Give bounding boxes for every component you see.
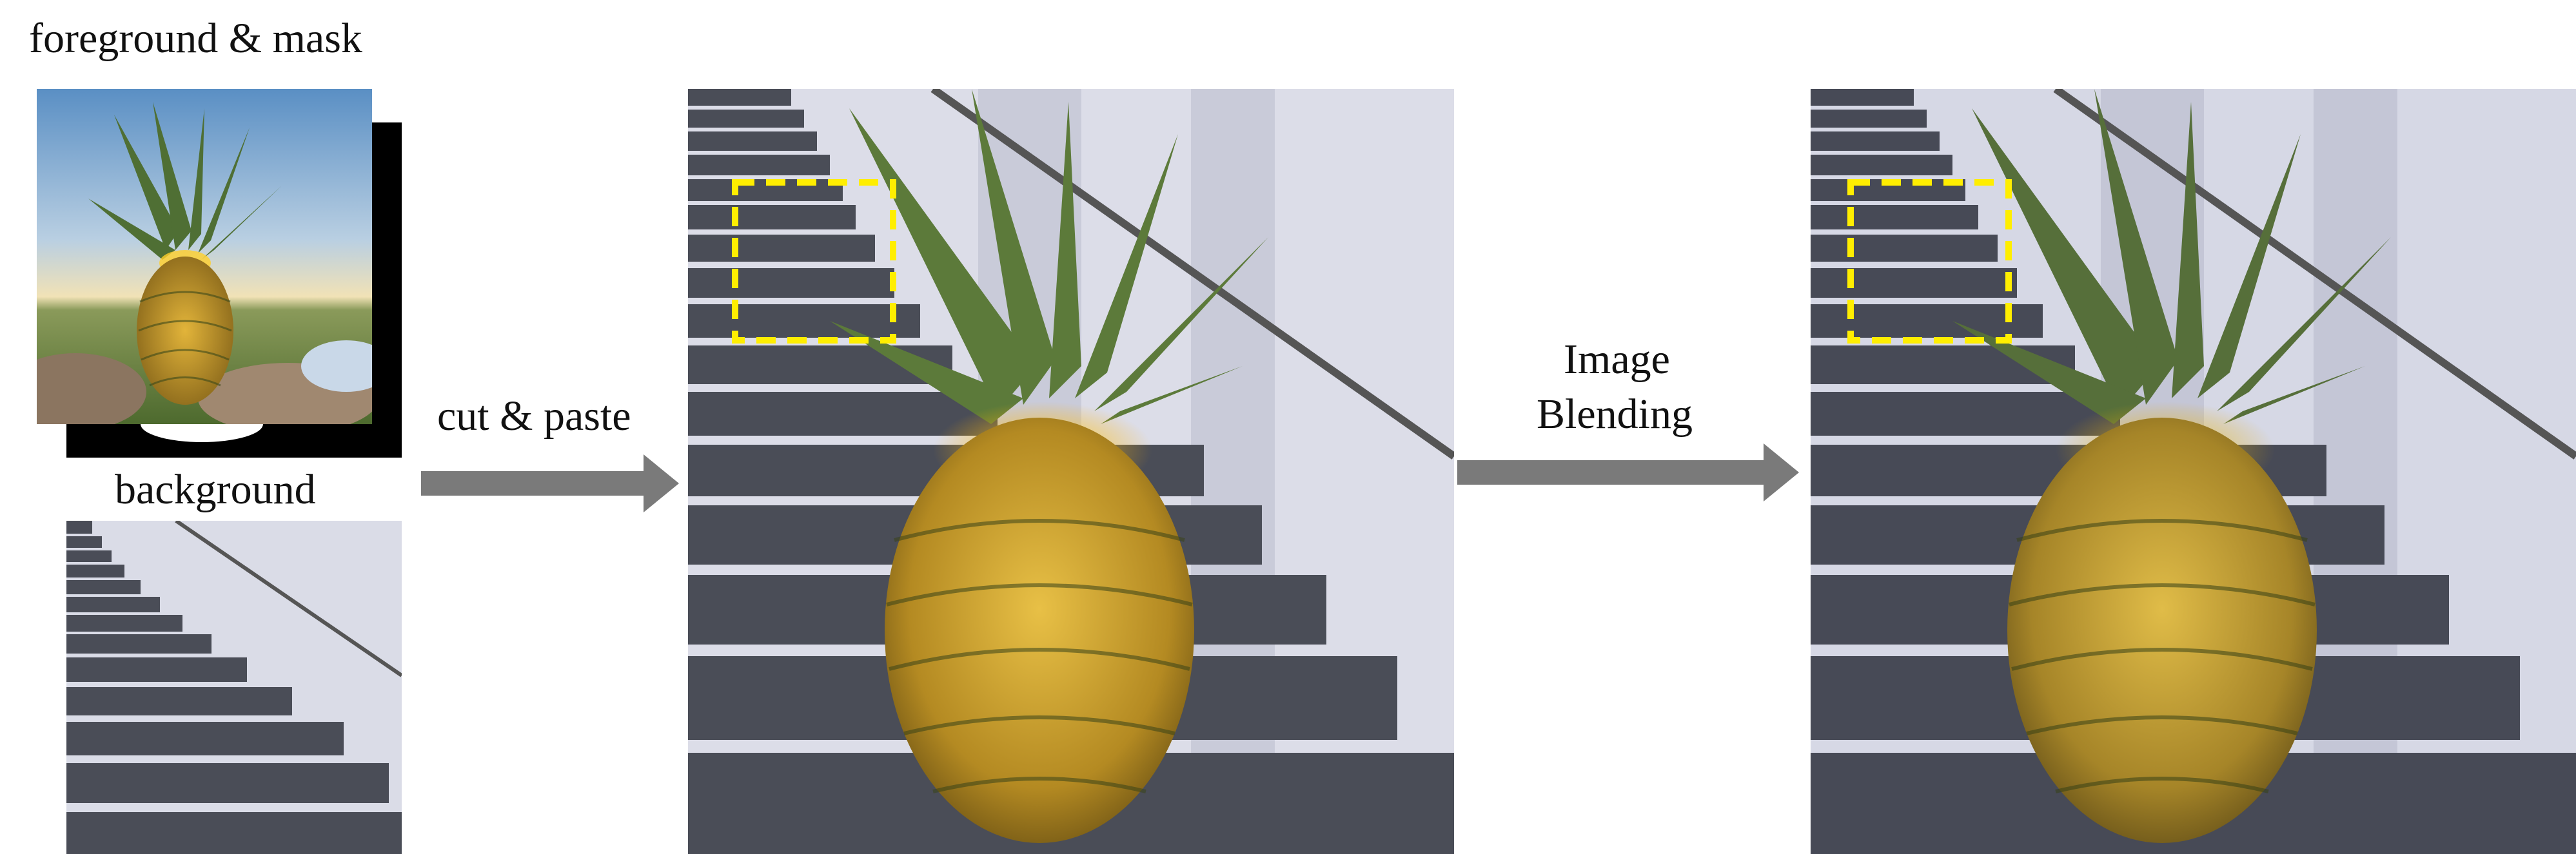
- composite-image: [688, 89, 1454, 854]
- cut-paste-label: cut & paste: [437, 393, 631, 440]
- background-image: [66, 521, 402, 854]
- image-blending-label-line1: Image: [1564, 336, 1670, 383]
- highlight-box: [1847, 179, 2012, 344]
- highlight-box: [732, 179, 896, 344]
- foreground-image: [37, 89, 372, 424]
- background-label: background: [115, 466, 316, 513]
- blended-image: [1811, 89, 2576, 854]
- image-blending-label-line2: Blending: [1537, 391, 1693, 438]
- right-arrow-icon: [1457, 443, 1799, 501]
- right-arrow-icon: [421, 454, 679, 512]
- foreground-mask-label: foreground & mask: [29, 15, 362, 62]
